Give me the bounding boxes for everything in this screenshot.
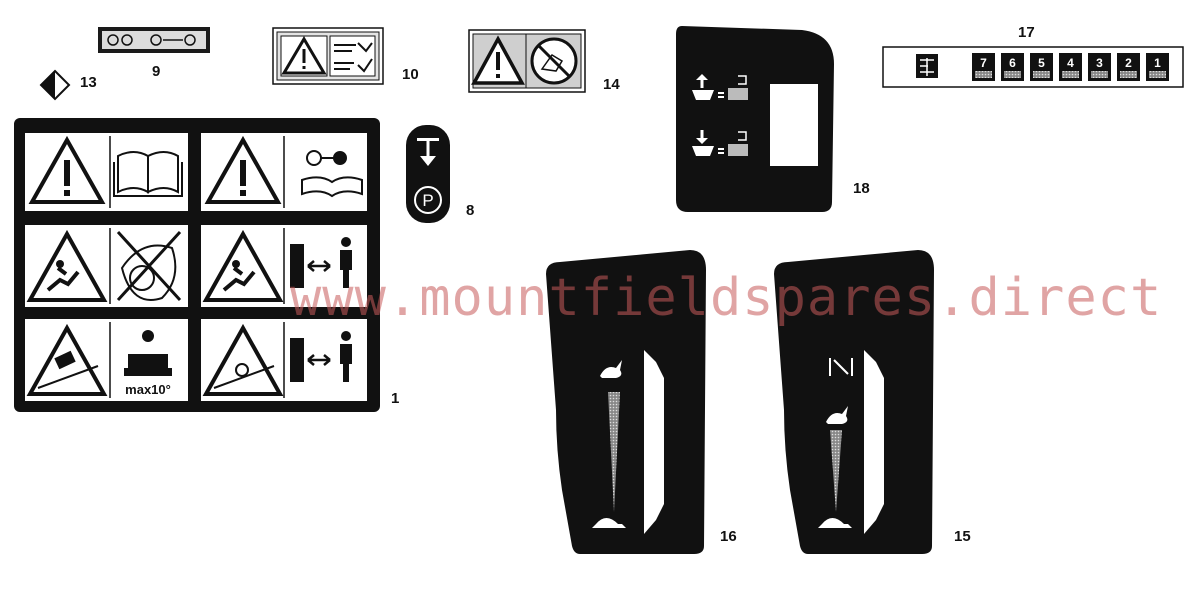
blade-down-icon — [692, 130, 748, 156]
crush-hazard-icon — [26, 229, 108, 302]
key-icon — [301, 150, 363, 198]
manual-book-icon — [113, 151, 183, 197]
no-rider-icon — [116, 230, 182, 302]
gear-chain-icon — [107, 34, 196, 46]
parking-letter: P — [422, 191, 433, 210]
gear-indicator — [1004, 71, 1021, 78]
max-slope-text: max10° — [125, 382, 171, 397]
crush-hazard-icon — [202, 229, 284, 302]
gear-chain-label — [98, 27, 210, 53]
rabbit-icon — [600, 360, 622, 378]
gear-indicator — [1033, 71, 1050, 78]
gear-indicator — [975, 71, 992, 78]
watermark: www.mountfieldspares.direct — [290, 268, 1163, 328]
keep-distance-icon — [290, 331, 352, 382]
rabbit-icon — [826, 406, 848, 424]
part-number-18: 18 — [853, 180, 870, 197]
part-number-10: 10 — [402, 66, 419, 83]
max-slope-icon: max10° — [124, 330, 172, 397]
part-number-15: 15 — [954, 528, 971, 545]
gear-number: 4 — [1067, 56, 1074, 70]
gear-number: 1 — [1154, 56, 1161, 70]
parking-brake-icon — [414, 186, 442, 214]
gear-number: 2 — [1125, 56, 1132, 70]
safety-label-sheet: max10° — [14, 118, 380, 412]
parking-brake-label: P — [406, 125, 450, 223]
turtle-icon — [592, 518, 626, 528]
warning-no-hands-label — [468, 29, 586, 93]
part-number-9: 9 — [152, 63, 161, 80]
warning-hands-label — [272, 27, 384, 85]
slope-tip-icon — [26, 323, 108, 396]
gear-number: 7 — [980, 56, 987, 70]
part-number-14: 14 — [603, 76, 620, 93]
warning-triangle-icon — [28, 135, 106, 204]
blade-up-icon — [692, 74, 748, 100]
gear-number: 3 — [1096, 56, 1103, 70]
part-number-17: 17 — [1018, 24, 1035, 41]
warning-triangle-icon — [204, 135, 282, 204]
blade-height-panel — [676, 26, 834, 212]
gear-number: 6 — [1009, 56, 1016, 70]
choke-icon — [829, 358, 853, 376]
gear-indicator — [1120, 71, 1137, 78]
gear-indicator — [1062, 71, 1079, 78]
gear-strip-label: 7 6 5 4 3 2 1 — [882, 46, 1184, 88]
part-number-13: 13 — [80, 74, 97, 91]
gear-indicator — [1091, 71, 1108, 78]
part-number-1: 1 — [391, 390, 400, 407]
throttle-panel-15 — [774, 250, 934, 554]
gear-number-row: 7 6 5 4 3 2 1 — [972, 53, 1169, 81]
part-number-16: 16 — [720, 528, 737, 545]
slope-tip-icon — [202, 323, 284, 396]
no-hands-icon — [334, 42, 373, 73]
gear-number: 5 — [1038, 56, 1045, 70]
part-number-8: 8 — [466, 202, 475, 219]
diamond-decal — [39, 69, 71, 101]
keep-distance-icon — [290, 237, 352, 288]
throttle-panel-16 — [546, 250, 706, 554]
turtle-icon — [818, 518, 852, 528]
gear-indicator — [1149, 71, 1166, 78]
